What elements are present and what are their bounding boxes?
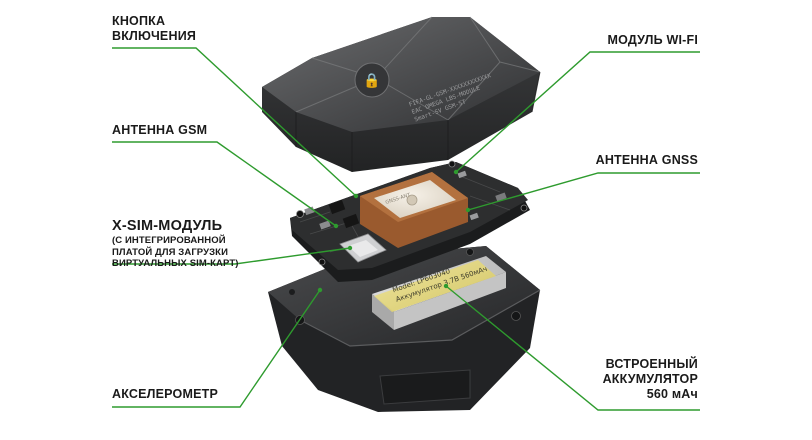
battery-pack: Model: LP603040 Аккумулятор 3.7В 560мАч xyxy=(372,256,506,330)
label-xsim-title: X-SIM-МОДУЛЬ xyxy=(112,218,223,234)
leader-gnss-antenna xyxy=(467,172,700,211)
label-xsim-note-1: (С ИНТЕГРИРОВАННОЙ xyxy=(112,235,226,246)
label-xsim-note-3: ВИРТУАЛЬНЫХ SIM-КАРТ) xyxy=(112,258,239,269)
label-power-button: КНОПКА ВКЛЮЧЕНИЯ xyxy=(112,14,196,44)
label-accelerometer: АКСЕЛЕРОМЕТР xyxy=(112,387,218,401)
leader-gsm-antenna xyxy=(112,141,337,227)
leader-power-button xyxy=(112,47,357,197)
label-battery-line1: ВСТРОЕННЫЙ xyxy=(605,357,698,371)
label-power-button-line2: ВКЛЮЧЕНИЯ xyxy=(112,29,197,43)
label-xsim-note-2: ПЛАТОЙ ДЛЯ ЗАГРУЗКИ xyxy=(112,246,229,258)
leader-dots xyxy=(317,169,471,293)
label-power-button-line1: КНОПКА xyxy=(112,14,166,28)
label-wifi-module: МОДУЛЬ Wi-Fi xyxy=(607,33,698,47)
leader-lines xyxy=(112,47,700,411)
leader-wifi-module xyxy=(455,51,700,173)
gnss-antenna: GNSS-ANT xyxy=(360,172,468,248)
logo-glyph-icon: 🔒 xyxy=(363,73,380,89)
label-battery: ВСТРОЕННЫЙ АККУМУЛЯТОР 560 мАч xyxy=(603,357,698,402)
leader-xsim-module xyxy=(112,247,351,265)
label-battery-line3: 560 мАч xyxy=(646,387,698,401)
battery-label xyxy=(374,260,496,312)
label-battery-line2: АККУМУЛЯТОР xyxy=(602,372,698,386)
power-button-logo xyxy=(354,62,390,98)
circuit-board: GNSS-ANT xyxy=(290,160,530,282)
top-case: 🔒 FIFA-GL-GSM-XXXXXXXXXXXX EAC OMEGA LBS… xyxy=(262,16,541,172)
label-gnss-antenna: АНТЕННА GNSS xyxy=(595,153,698,167)
leader-accelerometer xyxy=(112,289,321,408)
label-gsm-antenna: АНТЕННА GSM xyxy=(112,123,208,137)
leader-battery xyxy=(445,285,700,411)
label-xsim-module: X-SIM-МОДУЛЬ (С ИНТЕГРИРОВАННОЙ ПЛАТОЙ Д… xyxy=(112,218,239,270)
